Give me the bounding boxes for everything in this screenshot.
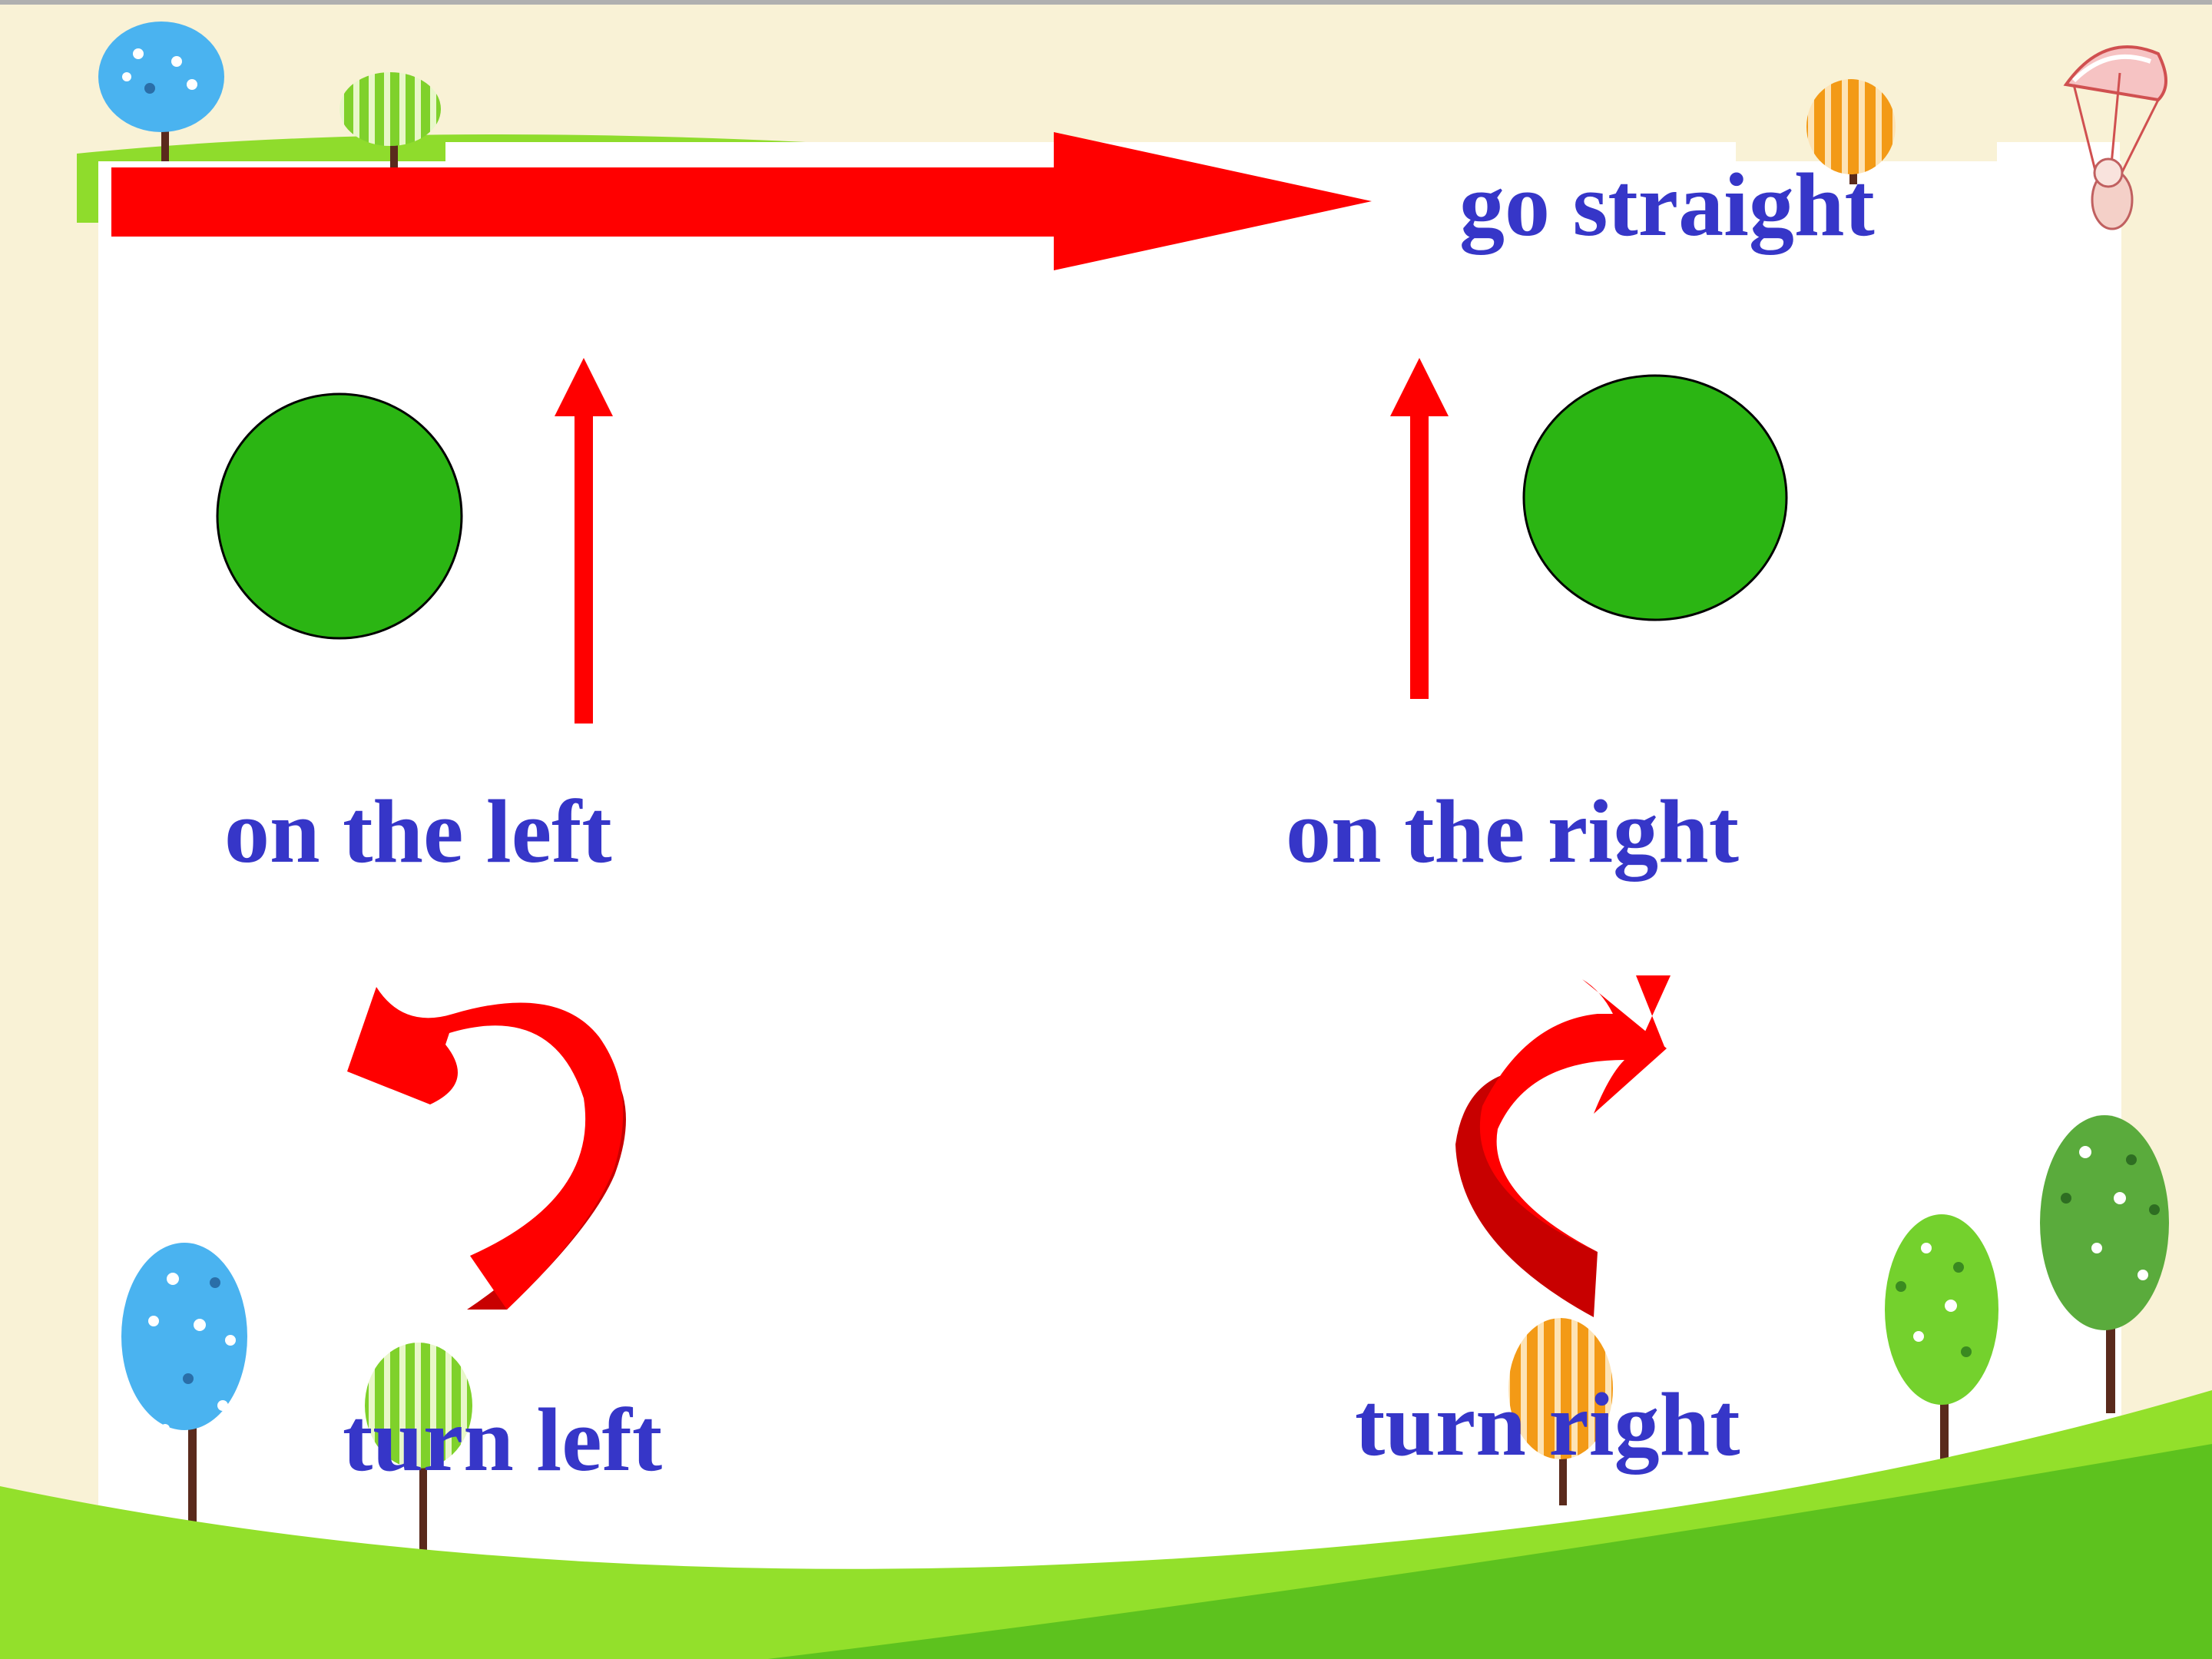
- right-up-arrow: [1390, 358, 1449, 699]
- go-straight-label: go straight: [1459, 154, 1875, 255]
- on-the-left-label: on the left: [224, 781, 612, 882]
- turn-right-label: turn right: [1355, 1374, 1740, 1475]
- right-green-circle: [1522, 374, 1788, 621]
- blue-tree-icon: [121, 1243, 247, 1528]
- blue-tree-icon: [98, 22, 224, 161]
- orange-striped-tree-icon: [1806, 79, 1896, 184]
- green-tree-icon: [2040, 1115, 2169, 1413]
- parachute-bunny-icon: [2063, 45, 2167, 230]
- green-striped-tree-icon: [339, 72, 441, 173]
- green-striped-tree-icon: [365, 1343, 472, 1551]
- on-the-right-label: on the right: [1286, 781, 1739, 882]
- left-green-circle: [216, 392, 463, 640]
- turn-left-label: turn left: [343, 1389, 663, 1490]
- orange-striped-tree-icon: [1508, 1318, 1613, 1505]
- left-up-arrow: [555, 358, 613, 724]
- turn-left-arrow: [347, 987, 626, 1310]
- turn-right-arrow: [1455, 975, 1671, 1317]
- bottom-grass-dark: [768, 1444, 2212, 1659]
- top-border: [0, 0, 2212, 5]
- green-tree-icon: [1885, 1214, 1998, 1459]
- go-straight-arrow: [111, 132, 1372, 270]
